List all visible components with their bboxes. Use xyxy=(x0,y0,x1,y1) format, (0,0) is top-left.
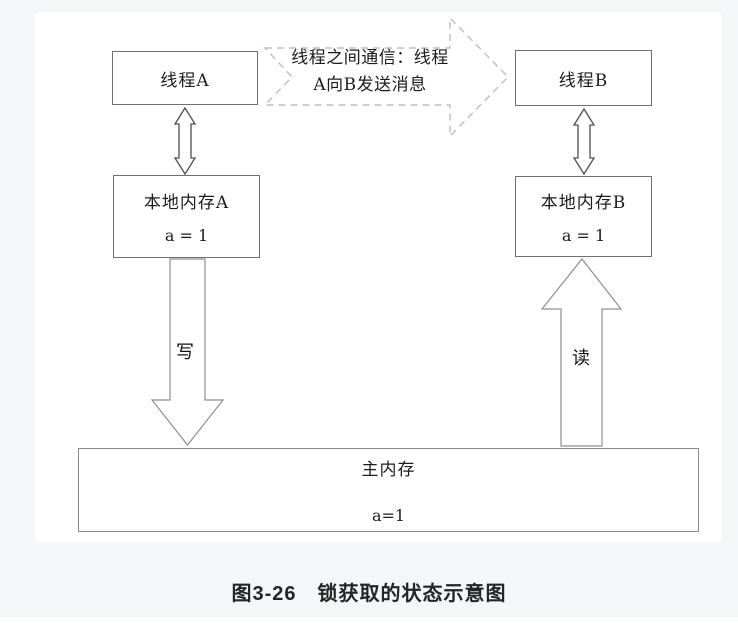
communication-note-line2: A向B发送消息 xyxy=(313,75,427,95)
read-label: 读 xyxy=(572,348,590,369)
sync-arrow-b-icon xyxy=(572,107,596,176)
sync-arrow-a-icon xyxy=(173,106,197,176)
main-memory-box: 主内存 a=1 xyxy=(78,448,699,532)
main-memory-title: 主内存 xyxy=(361,460,416,480)
thread-b-box: 线程B xyxy=(515,50,652,106)
bottom-panel-edge xyxy=(0,617,738,623)
figure-caption: 图3-26 锁获取的状态示意图 xyxy=(231,583,507,605)
write-arrow-icon xyxy=(150,258,225,446)
local-memory-a-value: a = 1 xyxy=(164,226,209,245)
local-memory-b-box: 本地内存B a = 1 xyxy=(515,176,652,257)
local-memory-a-box: 本地内存A a = 1 xyxy=(113,175,260,258)
read-arrow-icon xyxy=(540,258,623,447)
thread-b-label: 线程B xyxy=(558,70,609,91)
main-memory-value: a=1 xyxy=(371,506,406,525)
thread-a-label: 线程A xyxy=(160,70,210,91)
thread-a-box: 线程A xyxy=(112,51,258,105)
thread-communication-arrow-icon xyxy=(263,16,509,138)
communication-note-line1: 线程之间通信：线程 xyxy=(291,48,449,68)
communication-note: 线程之间通信：线程 A向B发送消息 xyxy=(268,45,472,99)
write-label: 写 xyxy=(176,342,194,363)
local-memory-b-value: a = 1 xyxy=(561,226,606,245)
local-memory-b-title: 本地内存B xyxy=(540,193,627,213)
local-memory-a-title: 本地内存A xyxy=(143,193,230,213)
